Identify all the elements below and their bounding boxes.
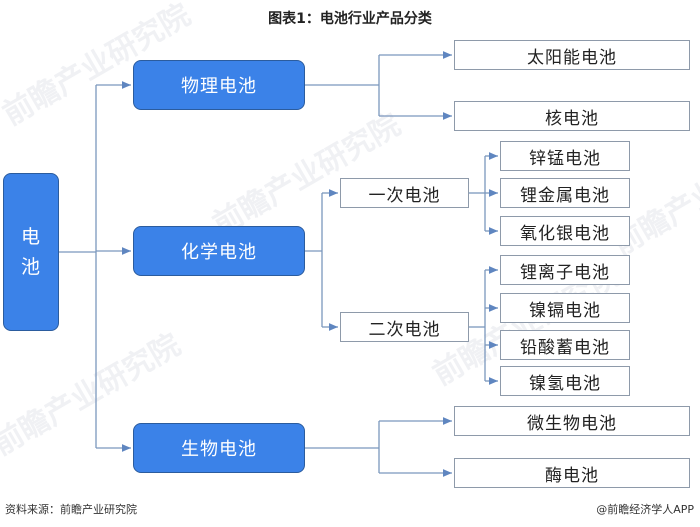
node-nickel-metal-hydride-battery: 镍氢电池 — [500, 366, 630, 396]
node-primary-battery: 一次电池 — [340, 178, 469, 208]
node-physical-battery: 物理电池 — [133, 60, 305, 110]
root-char: 池 — [20, 256, 41, 278]
node-nuclear-battery: 核电池 — [454, 101, 690, 131]
node-silver-oxide-battery: 氧化银电池 — [500, 216, 630, 246]
node-zinc-manganese-battery: 锌锰电池 — [500, 141, 630, 171]
node-solar-battery: 太阳能电池 — [454, 40, 690, 70]
node-lead-acid-battery: 铅酸蓄电池 — [500, 330, 630, 360]
node-lithium-ion-battery: 锂离子电池 — [500, 255, 630, 285]
node-lithium-metal-battery: 锂金属电池 — [500, 178, 630, 208]
credit-note: @前瞻经济学人APP — [596, 503, 694, 516]
root-node-battery: 电 池 — [3, 173, 59, 331]
node-enzyme-battery: 酶电池 — [454, 458, 690, 488]
source-note: 资料来源：前瞻产业研究院 — [5, 503, 137, 516]
node-bio-battery: 生物电池 — [133, 423, 305, 473]
root-char: 电 — [20, 226, 41, 248]
diagram-title: 图表1：电池行业产品分类 — [268, 11, 432, 27]
node-secondary-battery: 二次电池 — [340, 312, 469, 342]
node-nickel-cadmium-battery: 镍镉电池 — [500, 293, 630, 323]
node-chemical-battery: 化学电池 — [133, 226, 305, 276]
node-microbial-battery: 微生物电池 — [454, 406, 690, 436]
